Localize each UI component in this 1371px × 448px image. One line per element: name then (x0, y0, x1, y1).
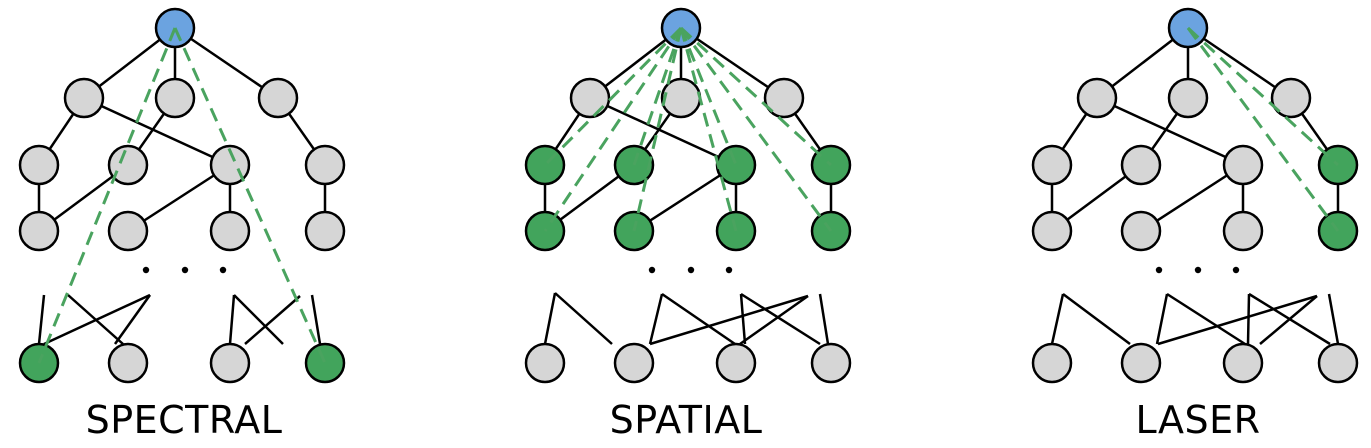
graph-node (1031, 342, 1073, 384)
bottom-edge (739, 293, 747, 345)
bottom-edge (661, 292, 736, 346)
graph-node (1222, 144, 1264, 186)
graph-node (107, 210, 149, 252)
ellipsis-dot (142, 266, 150, 274)
dashed-link (679, 27, 833, 232)
bottom-edge (228, 294, 236, 345)
bottom-edge (1157, 294, 1318, 346)
graph-node (1317, 342, 1359, 384)
graph-node (154, 77, 196, 119)
ellipsis-dot (1232, 266, 1240, 274)
ellipsis-dot (725, 266, 733, 274)
graph-node (18, 144, 60, 186)
edge (1187, 26, 1292, 100)
ellipsis-dot (219, 266, 227, 274)
bottom-edge (740, 292, 821, 346)
graph-node (810, 342, 852, 384)
bottom-edge (818, 293, 830, 345)
graph-node (257, 77, 299, 119)
bottom-edge (1259, 295, 1318, 345)
edge (680, 26, 785, 100)
graph-node (1270, 77, 1312, 119)
bottom-edge (1246, 293, 1251, 345)
bottom-edge (1062, 292, 1131, 346)
dashed-link (173, 27, 327, 364)
selected-node (304, 342, 346, 384)
bottom-edge (1166, 292, 1246, 346)
ellipsis-dot (181, 266, 189, 274)
graph-node (63, 77, 105, 119)
bottom-edge (37, 294, 46, 345)
graph-node (1031, 210, 1073, 252)
graph-node (660, 77, 702, 119)
dashed-link (1186, 27, 1340, 232)
ellipsis-dot (1155, 266, 1163, 274)
dashed-link (543, 26, 683, 167)
edge (174, 26, 279, 100)
graph-node (715, 342, 757, 384)
dashed-link (543, 27, 683, 232)
spectral-panel (18, 7, 346, 384)
panel-label-spatial: SPATIAL (609, 398, 763, 442)
laser-panel (1031, 7, 1359, 384)
graph-node (613, 342, 655, 384)
graph-node (569, 77, 611, 119)
graph-node (304, 144, 346, 186)
edge (83, 96, 231, 167)
panel-label-spectral: SPECTRAL (85, 398, 283, 442)
bottom-edge (649, 294, 809, 346)
graph-node (763, 77, 805, 119)
graph-node (107, 342, 149, 384)
selected-node (524, 210, 566, 252)
bottom-edge (244, 295, 301, 345)
ellipsis-dot (687, 266, 695, 274)
graph-node (18, 210, 60, 252)
bottom-edge (739, 294, 809, 346)
graph-node (1031, 144, 1073, 186)
graph-node (1120, 210, 1162, 252)
bottom-edge (1327, 293, 1340, 345)
bottom-edge (543, 292, 557, 345)
dashed-link (1186, 26, 1340, 167)
bottom-edge (113, 294, 152, 345)
dashed-link (679, 27, 738, 232)
graph-node (107, 144, 149, 186)
graph-node (304, 210, 346, 252)
spatial-panel (524, 7, 852, 384)
dashed-link (632, 27, 683, 166)
graph-node (209, 342, 251, 384)
edge (589, 96, 737, 167)
panel-label-laser: LASER (1135, 398, 1261, 442)
bottom-edge (43, 293, 151, 346)
graph-node (1167, 77, 1209, 119)
dashed-link (679, 27, 738, 166)
bottom-edge (233, 294, 284, 345)
bottom-edge (648, 293, 664, 345)
graph-node (1076, 77, 1118, 119)
ellipsis-dot (1194, 266, 1202, 274)
graph-node (209, 210, 251, 252)
graph-node (524, 342, 566, 384)
bottom-edge (1050, 293, 1065, 345)
bottom-edge (554, 292, 613, 345)
graph-node (1222, 210, 1264, 252)
dashed-link (37, 27, 177, 364)
ellipsis-dot (648, 266, 656, 274)
graph-node (1222, 342, 1264, 384)
bottom-edge (310, 294, 322, 345)
dashed-link (632, 27, 683, 232)
bottom-edge (1155, 293, 1169, 345)
dashed-link (679, 26, 833, 167)
edge (1096, 96, 1244, 167)
graph-node (1120, 144, 1162, 186)
graph-node (1120, 342, 1162, 384)
